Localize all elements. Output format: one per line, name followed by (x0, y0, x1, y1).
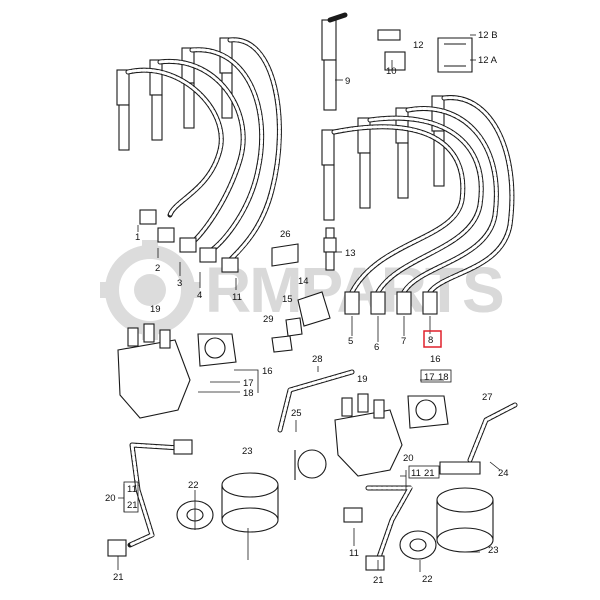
left-distributor-cap (117, 323, 237, 419)
callout-14[interactable]: 14 (298, 276, 309, 287)
part-29-clip (271, 335, 293, 353)
part-25-clamp (294, 449, 327, 480)
part-10-connector (377, 29, 406, 71)
right-bracket-22 (399, 530, 437, 560)
callout-17-right[interactable]: 17 (424, 372, 435, 383)
part-28-ground-strap (277, 369, 355, 433)
watermark-logo: RMPARTS (100, 240, 505, 340)
callout-11-right-box[interactable]: 11 (411, 468, 421, 479)
right-coil-lead (343, 485, 413, 571)
callout-15[interactable]: 15 (282, 294, 293, 305)
callout-16-left[interactable]: 16 (262, 366, 273, 377)
callout-16-right[interactable]: 16 (430, 354, 441, 365)
callout-22-right[interactable]: 22 (422, 574, 433, 585)
callout-23-right[interactable]: 23 (488, 545, 499, 556)
callout-11-left-bottom[interactable]: 11 (127, 484, 137, 495)
callout-28[interactable]: 28 (312, 354, 323, 365)
callout-11-right-bottom[interactable]: 11 (349, 548, 359, 559)
callout-5[interactable]: 5 (348, 336, 353, 347)
callout-brackets (123, 369, 452, 513)
callout-8-highlight (423, 330, 442, 348)
callout-1[interactable]: 1 (135, 232, 140, 243)
callout-20-right[interactable]: 20 (403, 453, 414, 464)
part-13-spark-plug (323, 227, 337, 271)
part-26-bracket (271, 243, 299, 267)
callout-21-left[interactable]: 21 (113, 572, 124, 583)
callout-11-top[interactable]: 11 (232, 292, 242, 303)
part-12-cap (437, 37, 473, 73)
callout-19-right[interactable]: 19 (357, 374, 368, 385)
callout-12a[interactable]: 12 A (478, 55, 498, 66)
callout-27[interactable]: 27 (482, 392, 493, 403)
callout-10[interactable]: 10 (386, 66, 397, 77)
callout-9[interactable]: 9 (345, 76, 350, 87)
callout-26[interactable]: 26 (280, 229, 291, 240)
callout-12b[interactable]: 12 B (478, 30, 498, 41)
callout-20-left[interactable]: 20 (105, 493, 116, 504)
right-distributor-cap (334, 393, 449, 477)
callout-6[interactable]: 6 (374, 342, 379, 353)
callout-13[interactable]: 13 (345, 248, 356, 259)
callout-29[interactable]: 29 (263, 314, 274, 325)
top-left-plug-boots (116, 37, 282, 273)
callout-4[interactable]: 4 (197, 290, 202, 301)
right-plug-boots (321, 95, 515, 315)
callout-8[interactable]: 8 (428, 335, 433, 346)
callout-17-left[interactable]: 17 (243, 378, 254, 389)
callout-21-left-box[interactable]: 21 (127, 500, 138, 511)
callout-18-left[interactable]: 18 (243, 388, 254, 399)
leader-lines (117, 34, 501, 572)
callout-7[interactable]: 7 (401, 336, 406, 347)
callout-12[interactable]: 12 (413, 40, 424, 51)
callout-21-right-bottom[interactable]: 21 (373, 575, 384, 586)
part-27-strap (439, 402, 518, 475)
left-coil-23 (221, 472, 279, 533)
callout-3[interactable]: 3 (177, 278, 182, 289)
callout-25[interactable]: 25 (291, 408, 302, 419)
callout-24[interactable]: 24 (498, 468, 509, 479)
parts-14-15-bracket (285, 291, 331, 337)
part-9-boot (321, 12, 348, 111)
callout-2[interactable]: 2 (155, 263, 160, 274)
callout-labels[interactable]: 1 2 3 4 11 9 10 12 12 B 12 A 13 26 14 15… (105, 30, 509, 586)
callout-19-left[interactable]: 19 (150, 304, 161, 315)
right-coil-23 (436, 487, 494, 553)
callout-18-right[interactable]: 18 (438, 372, 449, 383)
callout-22-left[interactable]: 22 (188, 480, 199, 491)
callout-21-right-box[interactable]: 21 (424, 468, 435, 479)
callout-23-left[interactable]: 23 (242, 446, 253, 457)
